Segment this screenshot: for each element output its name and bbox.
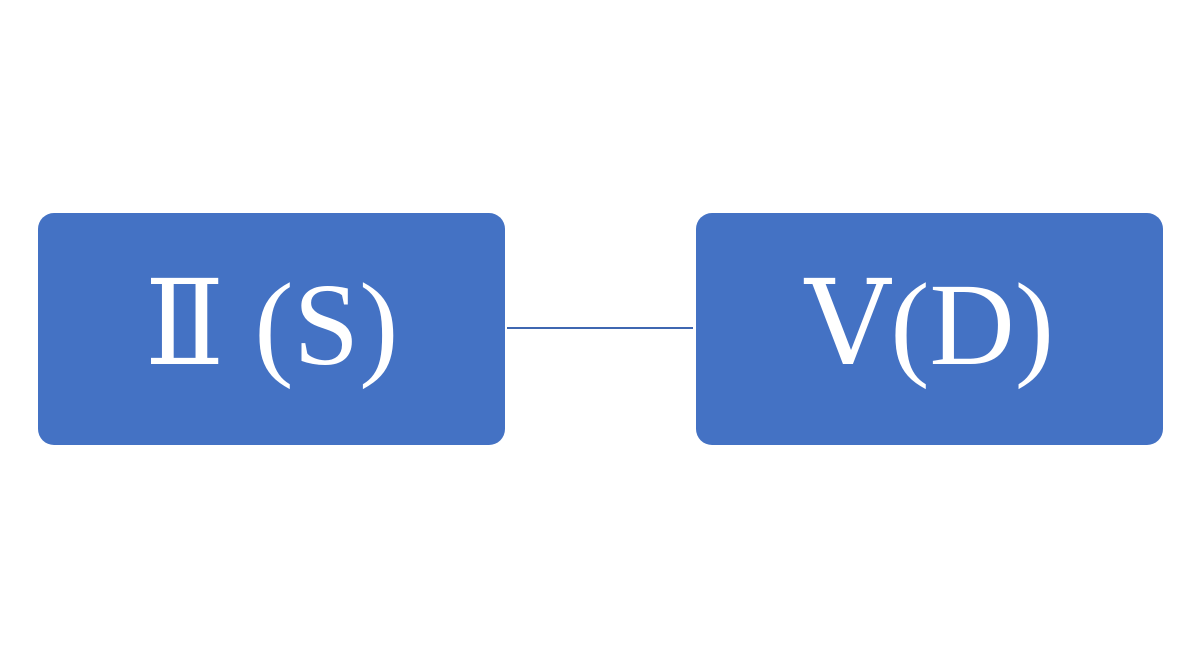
connector-line [507, 327, 693, 329]
node-box-ii-s: Ⅱ (S) [38, 213, 505, 445]
node-box-v-d: Ⅴ(D) [696, 213, 1163, 445]
node-label: Ⅴ(D) [804, 259, 1055, 390]
node-label: Ⅱ (S) [144, 259, 399, 390]
